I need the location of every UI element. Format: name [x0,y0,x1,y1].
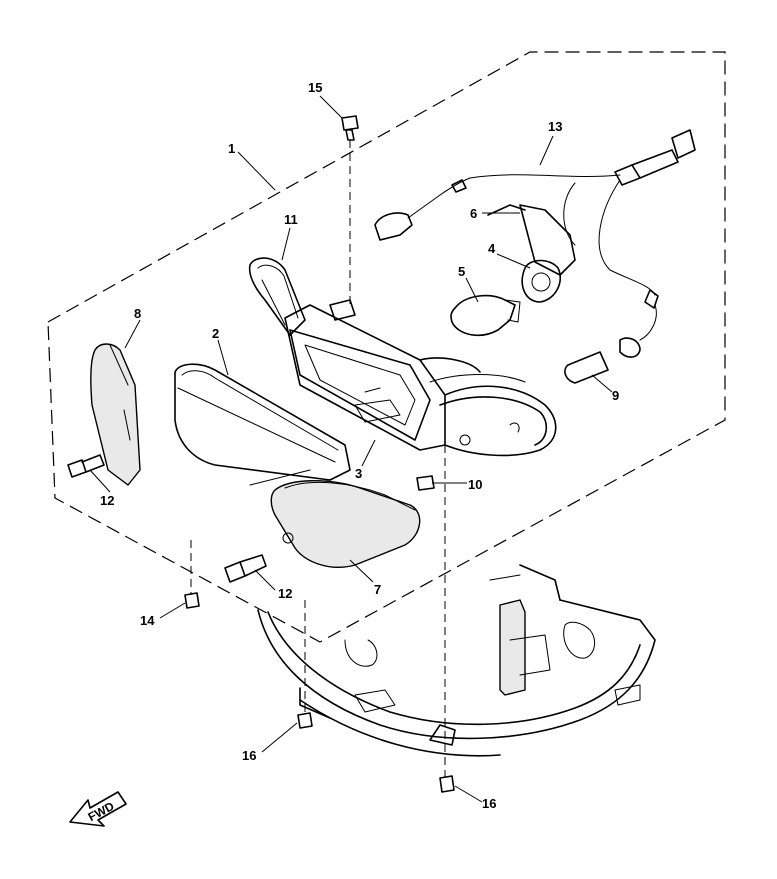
headlight-lens [174,363,351,481]
callout-11: 11 [284,212,298,227]
callout-10: 10 [468,477,482,492]
callout-3: 3 [355,466,362,481]
callout-16-left: 16 [242,748,256,763]
callout-4: 4 [488,241,496,256]
wiring-and-bulbs [374,129,696,384]
headlight-housing [284,299,557,457]
side-lens [90,343,141,486]
fwd-direction-arrow: FWD [69,791,127,827]
assembly-boundary [47,51,726,643]
headlight-rim [248,257,306,336]
callout-15: 15 [308,80,322,95]
callout-16-right: 16 [482,796,496,811]
callout-labels: 1 2 3 4 5 6 7 8 9 10 11 12 12 13 14 15 1… [100,80,619,811]
callout-8: 8 [134,306,141,321]
callout-7: 7 [374,582,381,597]
lower-cowling [257,564,656,757]
callout-2: 2 [212,326,219,341]
callout-6: 6 [470,206,477,221]
callout-14: 14 [140,613,155,628]
assembly-guides [190,140,446,778]
leader-lines [89,95,613,803]
callout-5: 5 [458,264,465,279]
fwd-label: FWD [86,799,117,824]
cover-lens [249,469,421,568]
callout-12-center: 12 [278,586,292,601]
callout-13: 13 [548,119,562,134]
callout-1: 1 [228,141,235,156]
callout-9: 9 [612,388,619,403]
callout-12-left: 12 [100,493,114,508]
